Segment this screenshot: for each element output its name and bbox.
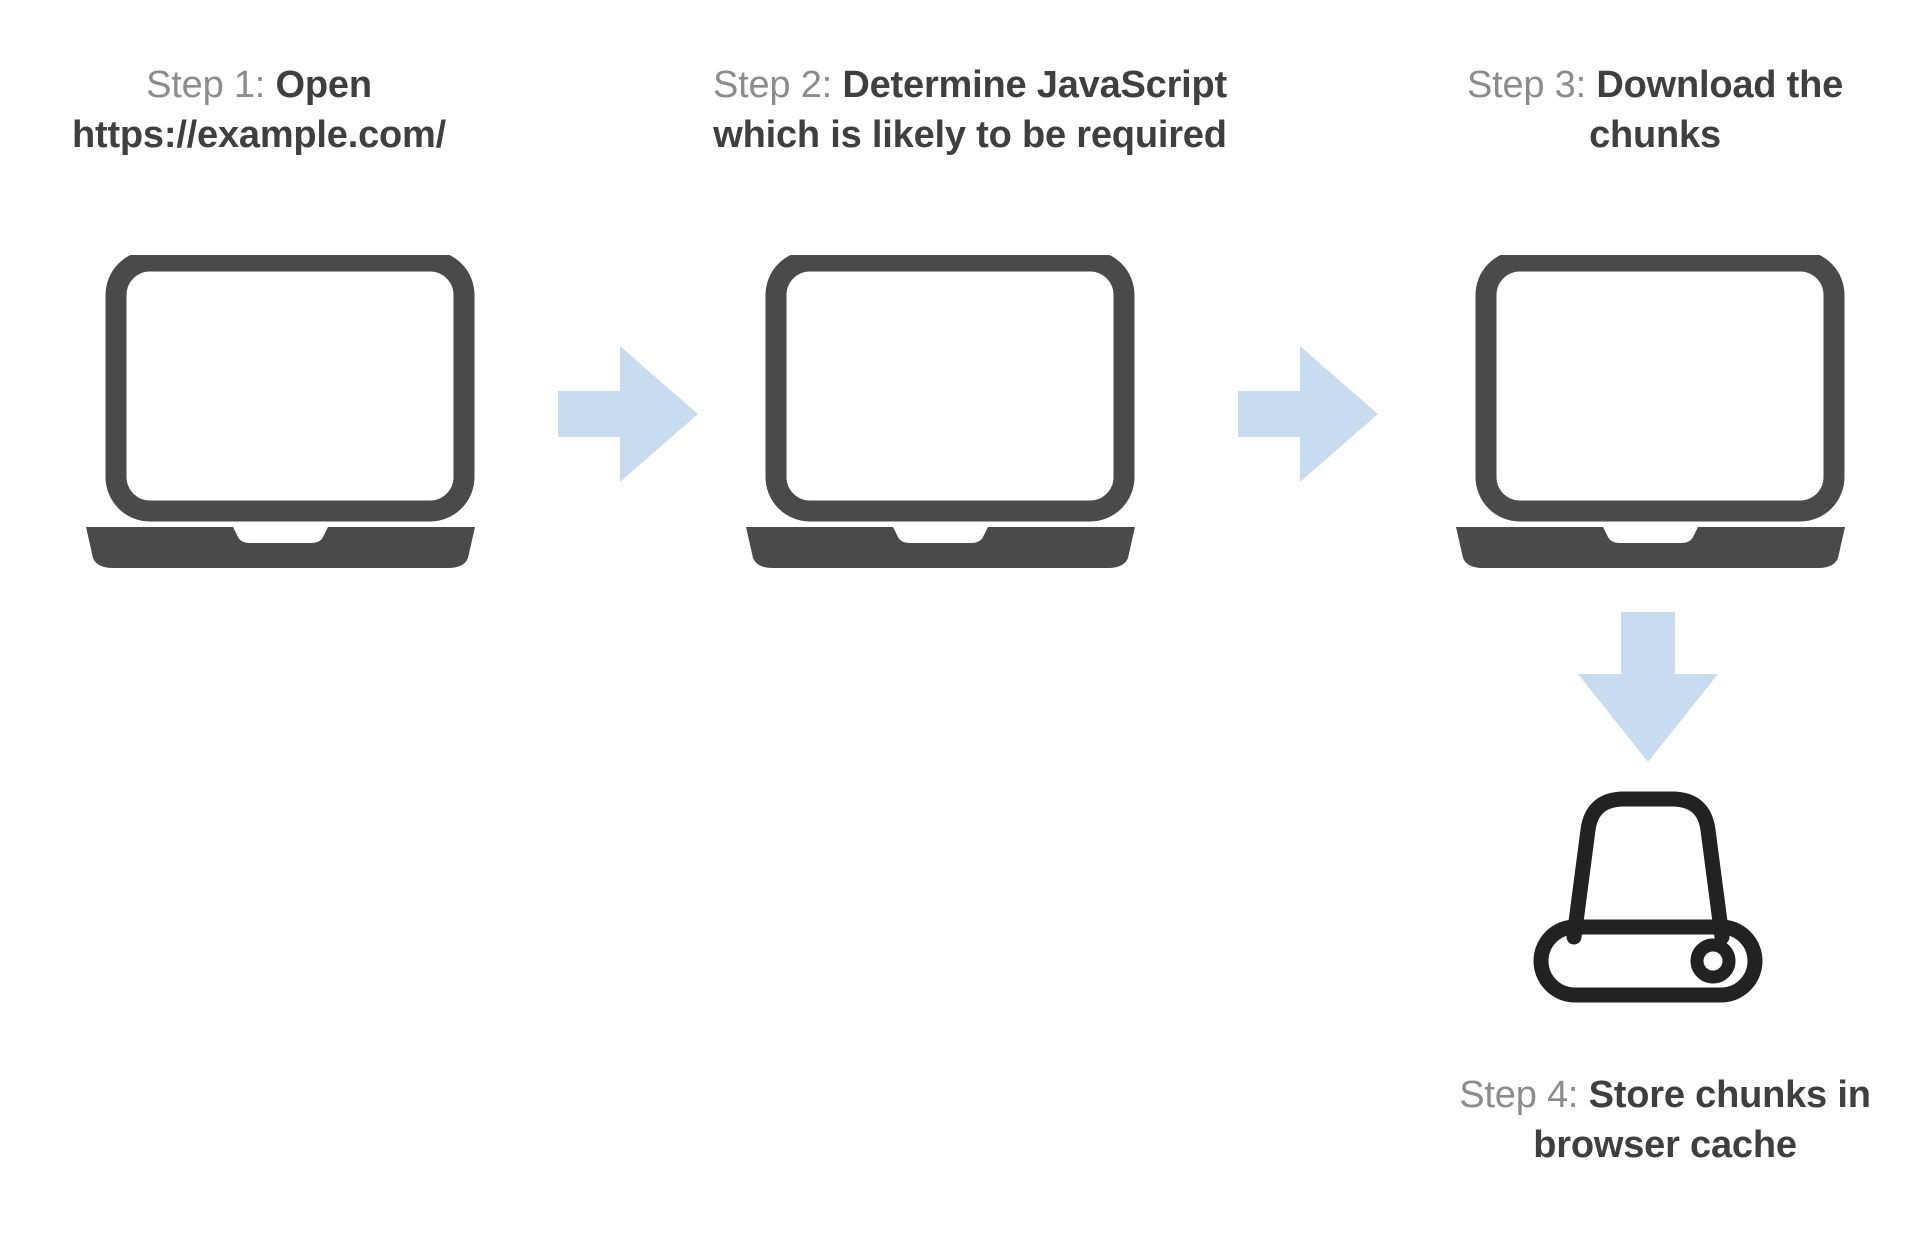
step-3-caption: Step 3: Download the chunks <box>1420 60 1890 160</box>
step-3-text: Download the chunks <box>1589 64 1844 157</box>
hard-drive-icon <box>1528 785 1768 1007</box>
arrow-right-icon <box>558 346 698 482</box>
step-1-label: Step 1: <box>146 64 276 106</box>
arrow-down-icon <box>1578 612 1718 762</box>
step-1-caption: Step 1: Open https://example.com/ <box>24 60 494 160</box>
laptop-icon <box>1438 255 1863 575</box>
step-2-label: Step 2: <box>712 64 843 106</box>
step-2-text: Determine JavaScript which is likely to … <box>713 64 1228 157</box>
step-3-label: Step 3: <box>1466 64 1597 106</box>
laptop-icon <box>68 255 493 575</box>
arrow-right-icon <box>1238 346 1378 482</box>
step-4-caption: Step 4: Store chunks in browser cache <box>1440 1070 1890 1170</box>
step-4-label: Step 4: <box>1459 1074 1589 1116</box>
step-2-caption: Step 2: Determine JavaScript which is li… <box>660 60 1280 160</box>
laptop-icon <box>728 255 1153 575</box>
step-4-text: Store chunks in browser cache <box>1533 1074 1871 1167</box>
step-1-text: Open https://example.com/ <box>72 64 446 157</box>
